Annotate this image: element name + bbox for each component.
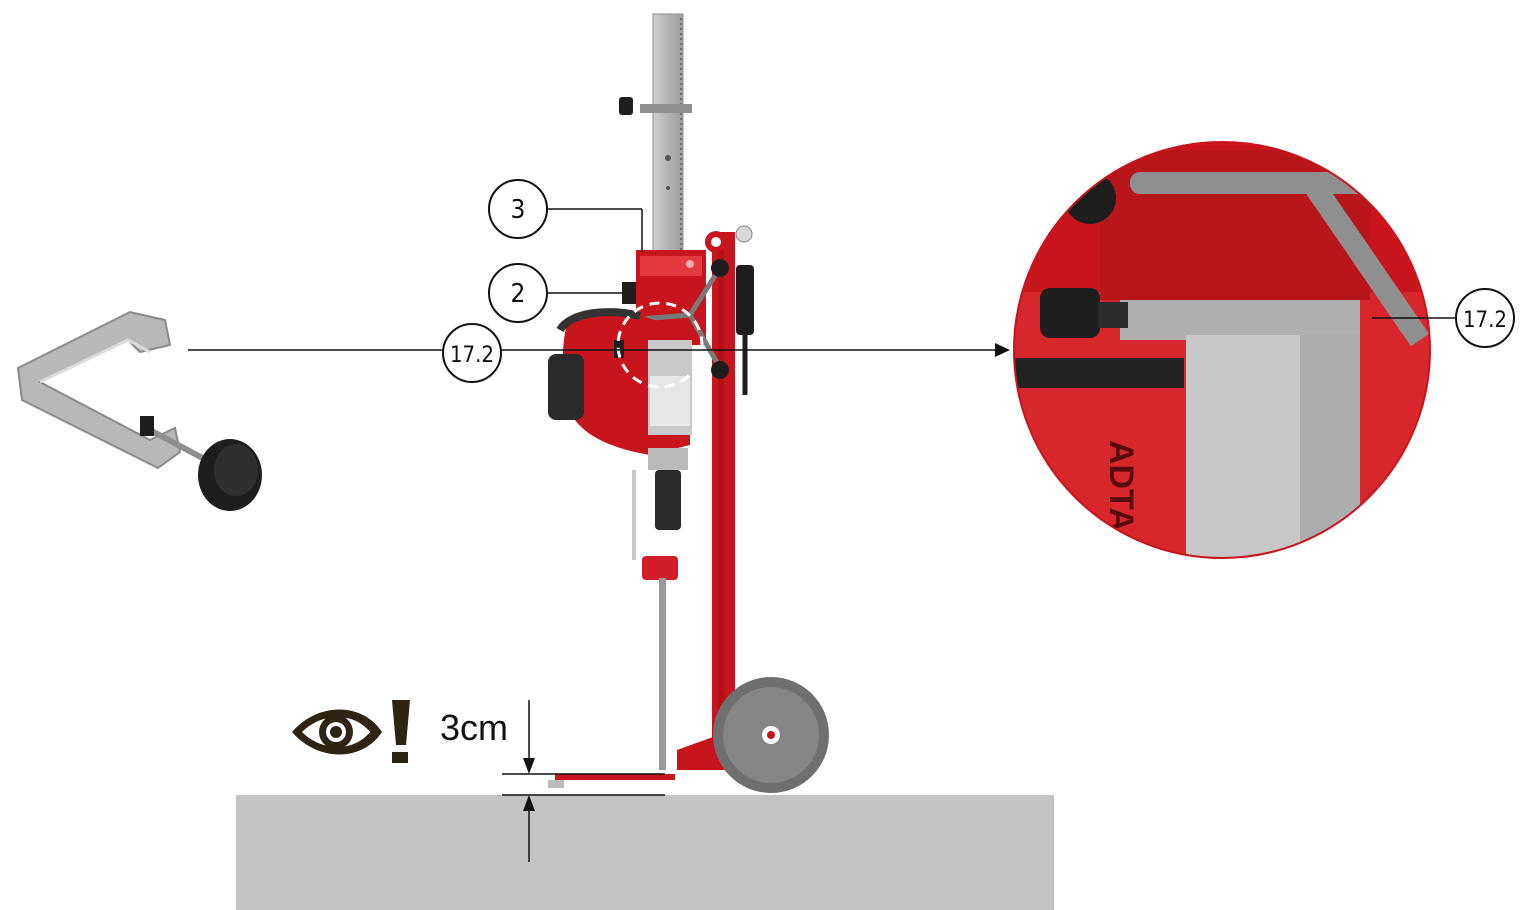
zoom-circle-border [1013, 141, 1431, 559]
callout-2 [488, 263, 548, 323]
drill-rig [548, 13, 829, 793]
drill-column [652, 13, 684, 265]
dimension-arrow-up [523, 795, 535, 811]
callout-17-2-zoom-label: 17.2 [1463, 308, 1507, 333]
eye-icon [292, 709, 382, 755]
dimension-arrow-down [523, 758, 535, 774]
callout-17-2-zoom [1455, 288, 1515, 348]
exclamation-icon [392, 700, 410, 763]
battery-pack [548, 354, 584, 420]
drill-bit [659, 578, 666, 770]
stop-knob [619, 97, 633, 115]
zoom-brand-mark: ADTA [1102, 440, 1140, 532]
floor-slab [236, 795, 1054, 910]
clamp-part [16, 310, 262, 511]
callout-3-label: 3 [511, 195, 526, 225]
callout-2-label: 2 [511, 279, 526, 309]
arrow-head [995, 343, 1010, 357]
callout-17-2-main [442, 323, 502, 383]
dimension-label: 3cm [440, 707, 508, 748]
callout-3 [488, 179, 548, 239]
callout-17-2-main-label: 17.2 [450, 343, 494, 368]
detail-focus-circle [616, 301, 704, 389]
